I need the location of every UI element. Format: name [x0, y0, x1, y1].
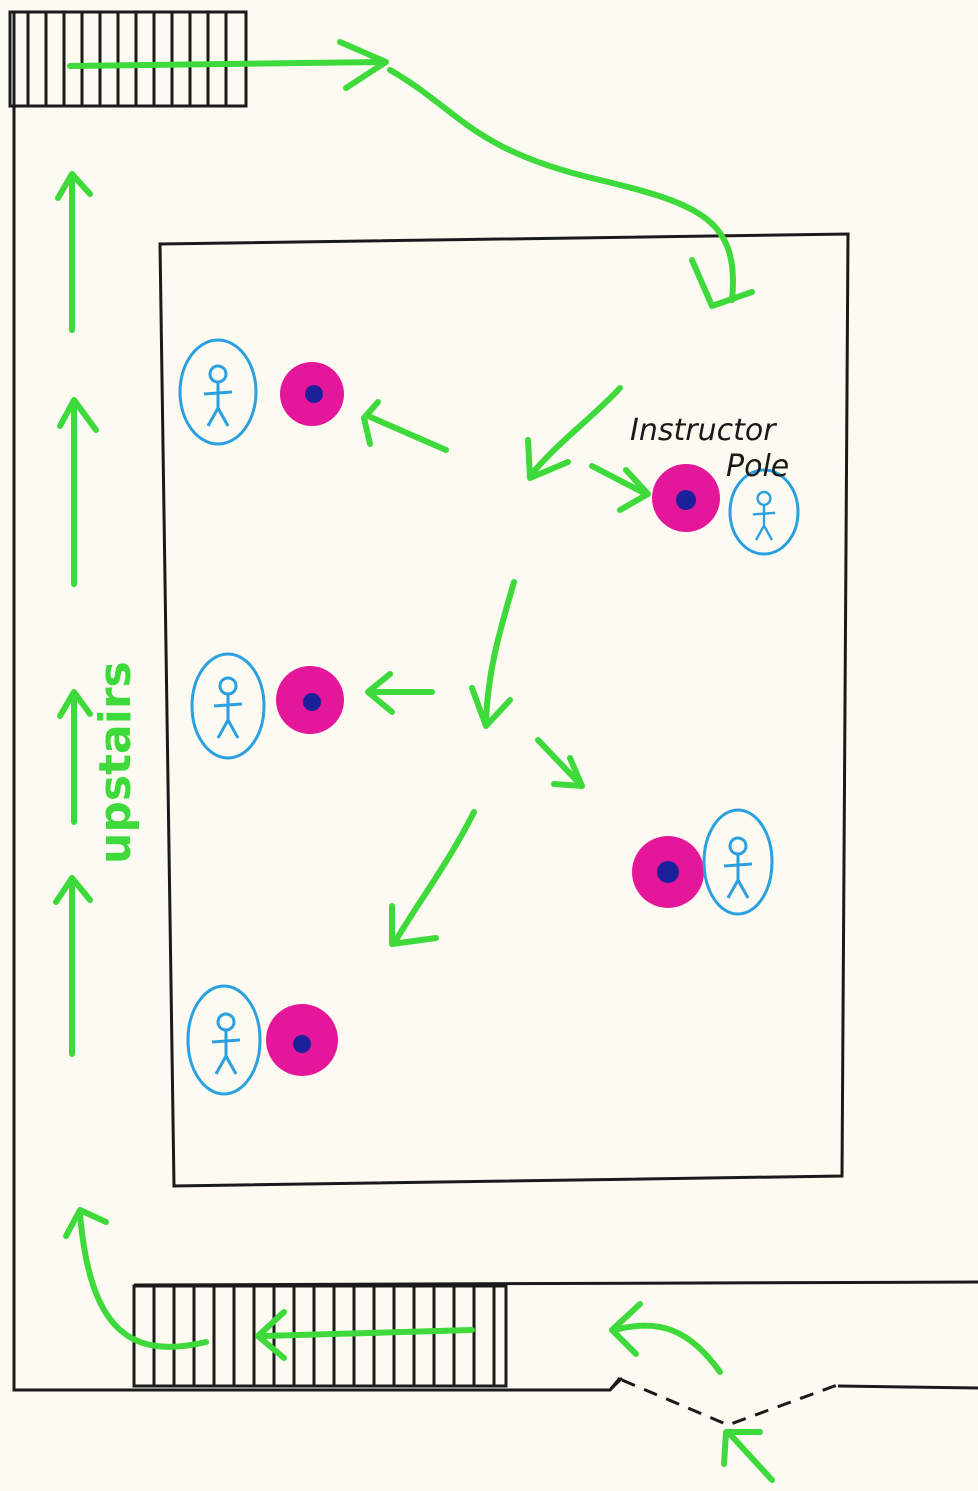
student-station [178, 338, 344, 446]
pole-center [303, 693, 321, 711]
arrow-icon [721, 1429, 763, 1467]
arrow-icon [57, 397, 99, 433]
pole-center [305, 385, 323, 403]
student-station [632, 808, 774, 916]
arrow-icon [337, 39, 389, 91]
arrow-icon [365, 671, 395, 715]
arrow-icon [365, 413, 449, 453]
pole-center [293, 1035, 311, 1053]
arrow-icon [525, 437, 571, 481]
arrow-icon [535, 737, 583, 787]
arrow-icon [63, 1207, 109, 1239]
arrow-icon [67, 59, 387, 69]
arrow-icon [393, 809, 477, 943]
arrow-icon [725, 1429, 775, 1483]
arrow-icon [589, 463, 649, 497]
stairs-icon [8, 10, 248, 108]
arrow-icon [389, 903, 439, 947]
arrow-icon [611, 1322, 723, 1375]
student-station [190, 652, 344, 760]
pole-label: Pole [726, 449, 789, 484]
arrow-icon [527, 385, 623, 479]
path-arrows [53, 39, 775, 1483]
instructor-station [652, 464, 800, 556]
arrow-icon [259, 1327, 475, 1339]
arrow-icon [77, 1211, 209, 1350]
pole-center [657, 861, 679, 883]
arrow-icon [483, 579, 517, 723]
arrow-icon [361, 399, 381, 447]
person-frame [186, 984, 262, 1096]
main-room [158, 232, 850, 1188]
arrow-icon [689, 257, 755, 309]
door-icon [621, 1378, 841, 1427]
upstairs-label: upstairs [90, 661, 141, 864]
person-frame [702, 808, 774, 916]
arrow-icon [469, 685, 513, 729]
person-frame [190, 652, 266, 760]
arrow-icon [53, 875, 93, 905]
arrow-icon [387, 67, 736, 303]
pole-center [676, 490, 696, 510]
arrow-icon [609, 1301, 643, 1357]
arrow-icon [57, 689, 93, 719]
arrow-icon [55, 171, 93, 201]
person-frame [728, 468, 800, 556]
person-frame [178, 338, 258, 446]
arrow-icon [617, 467, 651, 513]
student-station [186, 984, 338, 1096]
arrow-icon [551, 755, 585, 789]
instructor-label: Instructor [630, 413, 777, 448]
arrow-icon [255, 1309, 287, 1361]
